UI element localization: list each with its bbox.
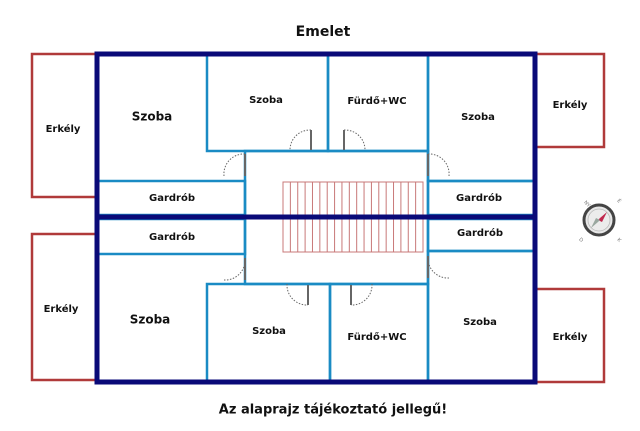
room-label: Szoba <box>463 317 497 328</box>
balcony-label: Erkély <box>553 99 588 111</box>
compass-label: K <box>615 237 622 244</box>
room-label: Fürdő+WC <box>347 95 406 107</box>
room-label: Gardrób <box>457 227 503 239</box>
room-label: Szoba <box>130 313 171 327</box>
room-label: Gardrób <box>149 231 195 243</box>
balcony-label: Erkély <box>553 331 588 343</box>
compass-label: D <box>577 237 584 244</box>
balcony-label: Erkély <box>44 303 79 315</box>
room-label: Szoba <box>461 112 495 123</box>
compass-icon: NY É D K <box>577 197 623 244</box>
room-label: Gardrób <box>149 192 195 204</box>
disclaimer: Az alaprajz tájékoztató jellegű! <box>219 403 447 418</box>
room-label: Gardrób <box>456 192 502 204</box>
room-label: Szoba <box>132 110 173 124</box>
room-label: Szoba <box>249 95 283 106</box>
room-label: Szoba <box>252 326 286 337</box>
compass-label: NY <box>582 200 592 210</box>
plan-title: Emelet <box>296 24 351 40</box>
balcony-label: Erkély <box>46 123 81 135</box>
compass-label: É <box>615 197 623 205</box>
doors <box>223 129 450 306</box>
room-label: Fürdő+WC <box>347 331 406 343</box>
